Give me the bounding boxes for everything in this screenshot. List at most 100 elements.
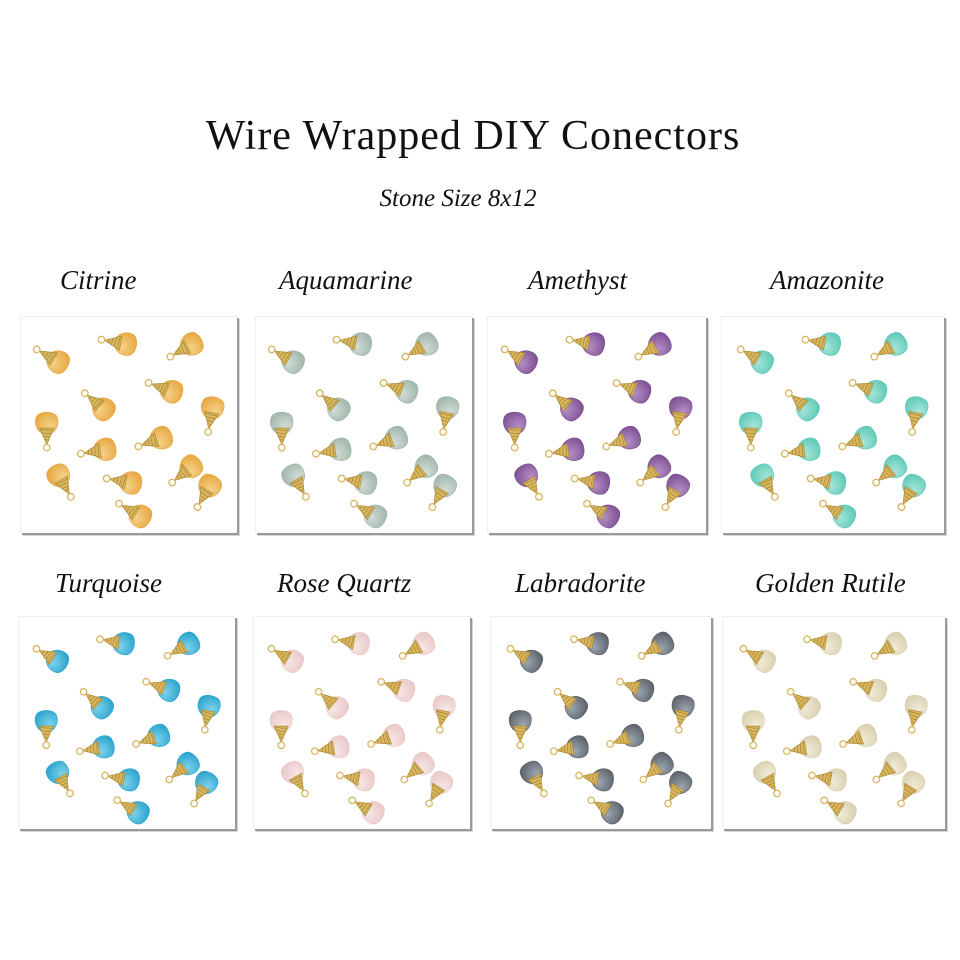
- connector-charm: [267, 644, 304, 673]
- product-photo-aquamarine: [255, 316, 472, 533]
- connector-charm: [190, 770, 219, 808]
- connector-charm: [634, 331, 672, 361]
- connector-charm: [267, 345, 305, 375]
- stone-label-turquoise: Turquoise: [55, 568, 163, 598]
- product-photo-rose-quartz: [253, 616, 470, 829]
- stone-label-rose-quartz: Rose Quartz: [277, 568, 412, 598]
- connector-charm: [506, 644, 543, 673]
- connector-charm: [671, 694, 695, 734]
- connector-charm: [508, 710, 532, 750]
- product-photo-turquoise: [18, 616, 235, 829]
- page-title: Wire Wrapped DIY Conectors: [205, 113, 741, 159]
- connector-charm: [377, 677, 416, 702]
- connector-charm: [336, 768, 375, 792]
- connector-charm: [606, 723, 645, 748]
- connector-charm: [97, 332, 138, 356]
- connector-charm: [839, 723, 878, 748]
- connector-charm: [736, 345, 774, 375]
- connector-charm: [820, 796, 857, 825]
- connector-charm: [310, 735, 350, 759]
- connector-charm: [132, 723, 171, 748]
- connector-charm: [201, 396, 225, 436]
- connector-charm: [102, 471, 143, 495]
- connector-charm: [897, 473, 927, 511]
- connector-charm: [872, 751, 907, 784]
- connector-charm: [570, 632, 609, 656]
- connector-charm: [428, 473, 458, 511]
- product-photo-citrine: [20, 316, 237, 533]
- connector-charm: [548, 389, 584, 422]
- product-photo-golden-rutile: [722, 616, 945, 829]
- stone-label-aquamarine: Aquamarine: [279, 265, 413, 295]
- connector-charm: [872, 454, 908, 487]
- connector-charm: [113, 796, 150, 825]
- connector-charm: [367, 723, 406, 748]
- connector-charm: [46, 463, 75, 501]
- connector-charm: [904, 694, 928, 734]
- connector-charm: [519, 760, 548, 798]
- connector-charm: [193, 473, 223, 511]
- connector-charm: [80, 389, 116, 422]
- connector-charm: [553, 687, 589, 720]
- connector-charm: [35, 411, 59, 452]
- connector-charm: [503, 411, 527, 452]
- connector-charm: [583, 499, 621, 529]
- connector-charm: [315, 389, 351, 422]
- stone-label-labradorite: Labradorite: [515, 568, 646, 598]
- connector-charm: [165, 751, 200, 784]
- connector-charm: [870, 631, 908, 660]
- connector-charm: [544, 437, 585, 461]
- connector-charm: [801, 332, 842, 356]
- connector-charm: [897, 770, 926, 808]
- connector-charm: [565, 332, 606, 356]
- connector-charm: [741, 710, 765, 750]
- connector-charm: [514, 463, 543, 501]
- connector-charm: [739, 411, 763, 452]
- connector-charm: [575, 768, 614, 792]
- connector-charm: [870, 331, 908, 361]
- connector-charm: [570, 471, 611, 495]
- connector-charm: [425, 770, 454, 808]
- connector-charm: [142, 677, 181, 702]
- connector-charm: [348, 796, 385, 825]
- connector-charm: [636, 454, 672, 487]
- connector-charm: [269, 710, 293, 750]
- connector-charm: [782, 735, 822, 759]
- connector-charm: [664, 770, 693, 808]
- connector-charm: [838, 425, 877, 451]
- connector-charm: [350, 499, 388, 529]
- connector-charm: [786, 687, 822, 720]
- connector-charm: [101, 768, 140, 792]
- connector-charm: [752, 760, 781, 798]
- connector-charm: [34, 710, 58, 750]
- connector-charm: [602, 425, 641, 451]
- connector-charm: [168, 454, 204, 487]
- connector-charm: [32, 345, 70, 375]
- stone-label-amethyst: Amethyst: [528, 265, 627, 295]
- connector-charm: [337, 471, 378, 495]
- connector-charm: [612, 379, 652, 404]
- connector-charm: [332, 332, 373, 356]
- connector-charm: [369, 425, 408, 451]
- connector-charm: [311, 437, 352, 461]
- connector-charm: [163, 631, 201, 660]
- connector-charm: [280, 760, 309, 798]
- connector-charm: [500, 345, 538, 375]
- stone-label-golden-rutile: Golden Rutile: [755, 568, 906, 598]
- connector-charm: [661, 473, 691, 511]
- connector-charm: [806, 471, 847, 495]
- connector-charm: [637, 631, 675, 660]
- connector-charm: [549, 735, 589, 759]
- connector-charm: [819, 499, 857, 529]
- stone-label-amazonite: Amazonite: [770, 265, 884, 295]
- connector-charm: [432, 694, 456, 734]
- connector-charm: [803, 632, 842, 656]
- connector-charm: [197, 694, 221, 734]
- connector-charm: [808, 768, 847, 792]
- connector-charm: [436, 396, 460, 436]
- connector-charm: [403, 454, 439, 487]
- product-photo-labradorite: [490, 616, 711, 829]
- connector-charm: [400, 751, 435, 784]
- stone-size-subtitle: Stone Size 8x12: [379, 185, 537, 212]
- connector-charm: [79, 687, 115, 720]
